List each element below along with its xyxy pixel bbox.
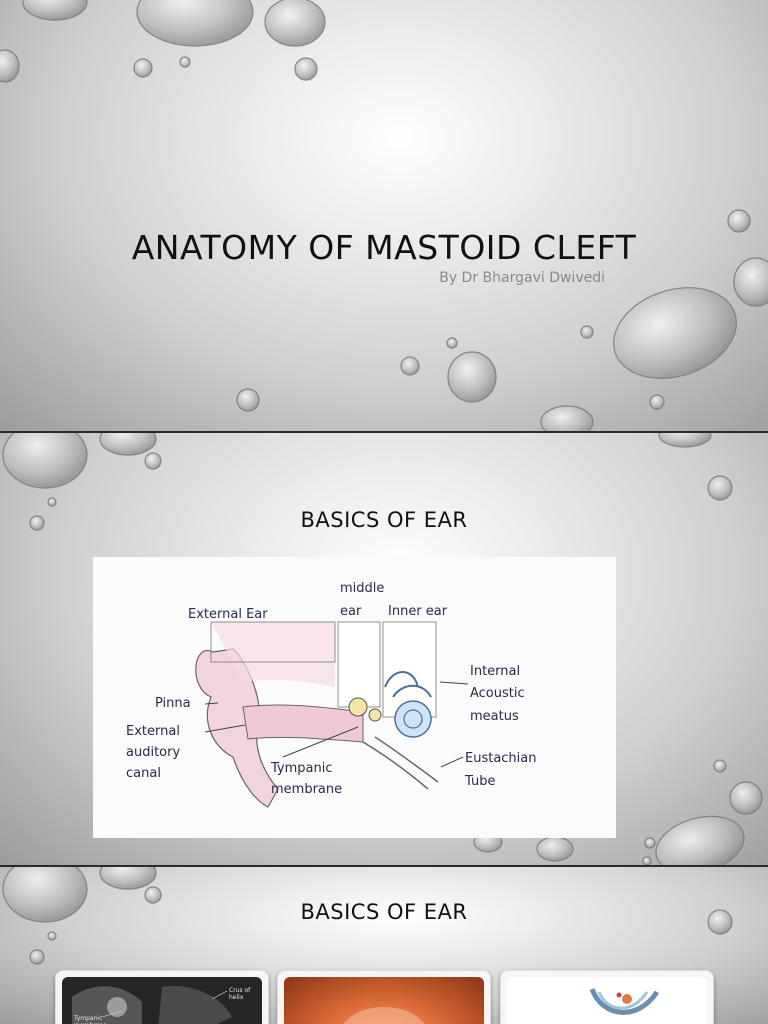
basics-of-ear-slide-2: BASICS OF EAR Crus of helix Tympanic mem… bbox=[0, 867, 768, 1024]
label-external-line2: auditory bbox=[126, 745, 180, 760]
label-internal-line3: meatus bbox=[470, 709, 519, 724]
label-eustachian-line2: Tube bbox=[464, 774, 495, 789]
ct-scan-thumbnail: Crus of helix Tympanic membrane bbox=[55, 970, 269, 1024]
label-inner-ear: Inner ear bbox=[388, 604, 448, 619]
label-middle-ear-line1: middle bbox=[340, 581, 384, 596]
water-drops-decoration bbox=[2, 867, 733, 965]
slide-subtitle: By Dr Bhargavi Dwivedi bbox=[439, 270, 605, 286]
otoscopic-image bbox=[284, 977, 484, 1024]
label-middle-ear-line2: ear bbox=[340, 604, 362, 619]
slide-title: BASICS OF EAR bbox=[300, 508, 468, 532]
water-drops-decoration bbox=[0, 0, 768, 431]
ear-canal-shape bbox=[242, 704, 364, 743]
label-external-ear: External Ear bbox=[188, 607, 268, 622]
label-internal-line2: Acoustic bbox=[470, 686, 525, 701]
label-tympanic: Tympanic bbox=[74, 1015, 103, 1022]
basics-of-ear-slide: BASICS OF EAR bbox=[0, 433, 768, 865]
otoscopic-thumbnail bbox=[277, 970, 491, 1024]
ear-anatomy-diagram: External Ear middle ear Inner ear Pinna … bbox=[93, 557, 616, 838]
label-tympanic-line2: membrane bbox=[271, 782, 342, 797]
label-eustachian-line1: Eustachian bbox=[465, 751, 537, 766]
label-tympanic-line1: Tympanic bbox=[270, 761, 333, 776]
label-membrane: membrane bbox=[74, 1022, 107, 1024]
label-external-line3: canal bbox=[126, 766, 161, 781]
label-crus-of-helix: Crus of helix bbox=[229, 987, 251, 1001]
ct-scan-image: Crus of helix Tympanic membrane bbox=[62, 977, 262, 1024]
slide-title: ANATOMY OF MASTOID CLEFT bbox=[131, 228, 637, 267]
cochlea-illustration-image bbox=[507, 977, 707, 1024]
label-internal-line1: Internal bbox=[470, 664, 520, 679]
cochlea-illustration-thumbnail bbox=[500, 970, 714, 1024]
water-drops-decoration bbox=[2, 433, 763, 865]
slide-title: BASICS OF EAR bbox=[300, 900, 468, 924]
label-pinna: Pinna bbox=[155, 696, 191, 711]
label-external-line1: External bbox=[126, 724, 180, 739]
eustachian-tube-shape bbox=[362, 741, 429, 790]
title-slide: ANATOMY OF MASTOID CLEFT By Dr Bhargavi … bbox=[0, 0, 768, 431]
